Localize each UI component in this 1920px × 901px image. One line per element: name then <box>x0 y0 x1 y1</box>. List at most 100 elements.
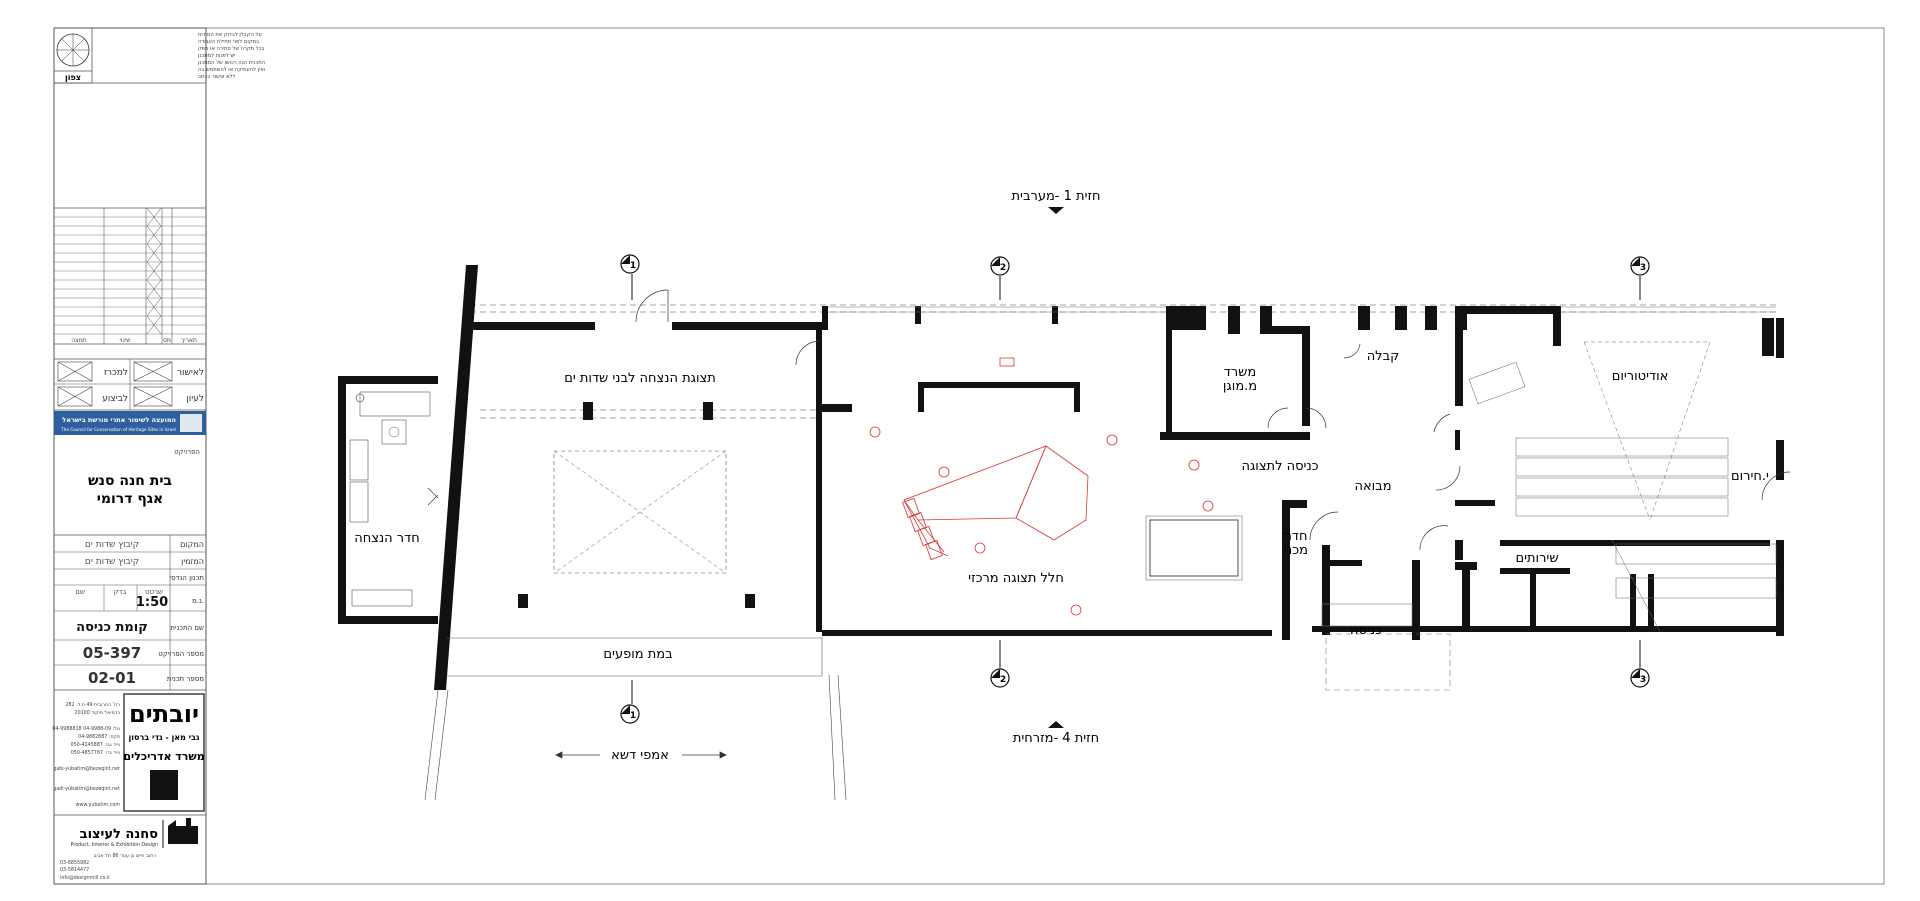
elevation-arrow-icon <box>1048 721 1064 728</box>
revision-table: תאריך מס שינוי תמצה <box>54 207 206 345</box>
svg-text:3: 3 <box>1640 263 1646 273</box>
section-marker: 1 <box>620 680 640 724</box>
project-block: הפרויקט בית חנה סנש אגף דרומי <box>54 448 206 536</box>
field-label: תכנון הנדסי <box>170 574 204 582</box>
section-marker: 1 <box>620 254 640 300</box>
scale-value: 1:50 <box>136 595 168 610</box>
firm-contact: כרמיאל מיקוד 20100 <box>75 710 121 716</box>
firm-names: גבי מאן - גדי ברסון <box>129 733 200 742</box>
firm-logo: יובתים <box>129 700 199 728</box>
field-label: נ.מ. <box>192 597 204 605</box>
display-case <box>1149 519 1239 577</box>
room-label-memorial: חדר הנצחה <box>354 531 419 546</box>
room-label-services: שירותים <box>1515 551 1558 566</box>
window-lines <box>828 306 1776 691</box>
rev-header: תמצה <box>71 337 87 344</box>
room-label-shelter: מ.מוגן <box>1223 379 1257 394</box>
room-label-exhibit-view: תצוגת הנצחה לבני שדות ים <box>564 371 716 386</box>
title-block: צפון על הקבלן לבדוק את המידות במקום לפני… <box>52 27 265 885</box>
field-label: מספר הפרויקט <box>158 650 204 658</box>
note-line: יש לפנות למתכנן <box>198 53 235 59</box>
studio-contact: 03-6855982 <box>60 860 89 866</box>
studio-contact: רחוב חיים בן עטר 86 תל אביב <box>94 853 157 859</box>
room-label-reception: קבלה <box>1367 349 1400 364</box>
studio-contact: 03-5814477 <box>60 867 89 873</box>
svg-text:חזית 1 -מערבית: חזית 1 -מערבית <box>1012 189 1101 204</box>
svg-text:1: 1 <box>630 261 636 271</box>
auditorium-seating <box>1468 341 1777 633</box>
field-value: קיבוץ שדות ים <box>85 557 139 567</box>
note-line: ואין להעתיקה או להשתמש בה <box>198 67 265 73</box>
room-label-entrance: כניסה <box>1350 623 1382 638</box>
door-swings <box>635 289 1791 551</box>
room-label-lobby: מבואה <box>1354 479 1391 494</box>
field-label: המזמין <box>181 557 204 566</box>
plan-name-value: קומת כניסה <box>76 620 148 635</box>
studio-block: סחנה לעיצוב Product, Interior & Exhibiti… <box>60 818 198 881</box>
amphi-dimension <box>555 751 727 759</box>
sign-label: שם <box>75 588 85 596</box>
section-marker: 3 <box>1630 256 1650 300</box>
firm-contact: רח' החרובית 49 ת.ד. 282 <box>65 702 120 708</box>
north-label: צפון <box>65 73 81 82</box>
field-label: שם התכנית <box>170 624 204 632</box>
project-number-value: 05-397 <box>83 644 141 662</box>
firm-subtitle: משרד אדריכלים <box>123 750 204 763</box>
firm-contact: נייד גבי: 050-4245887 <box>71 742 121 748</box>
firm-contact: פקס: 04-9882887 <box>78 734 120 740</box>
approval-label: לאישור <box>177 368 204 378</box>
approval-label: למכרז <box>104 368 128 378</box>
note-line: על הקבלן לבדוק את המידות <box>198 32 262 38</box>
west-slanted-wall <box>434 265 478 690</box>
firm-contact: טל: 04-9988-09 04-9988818 <box>52 726 120 732</box>
svg-text:2: 2 <box>1000 263 1006 273</box>
svg-text:חזית 4 -מזרחית: חזית 4 -מזרחית <box>1013 731 1099 746</box>
fields-table: המקום המזמין תכנון הנדסי נ.מ. שם התכנית … <box>54 535 206 691</box>
council-banner: המועצה לשימור אתרי מורשת בישראל The Coun… <box>54 411 206 435</box>
architects-block: יובתים גבי מאן - גדי ברסון משרד אדריכלים… <box>52 693 206 816</box>
elevation-arrow-icon <box>1048 207 1064 214</box>
firm-stamp-icon <box>150 770 178 800</box>
section-marker: 3 <box>1630 640 1650 688</box>
studio-sub: Product, Interior & Exhibition Design <box>71 842 158 848</box>
sign-label: בדק <box>114 588 127 596</box>
approval-label: לביצוע <box>102 394 128 404</box>
room-label-mechanical: מכני <box>1284 543 1308 558</box>
note-line: ללא אישור בכתב <box>198 74 236 80</box>
rev-header: שינוי <box>120 337 131 344</box>
room-label-exhibit-entrance: כניסה לתצוגה <box>1241 459 1318 474</box>
note-line: התכנית הנה רכושו של המתכנן <box>198 60 265 66</box>
room-label-amphi: אמפי דשא <box>611 748 669 763</box>
approval-label: לעיון <box>186 394 204 404</box>
room-label-central-hall: חלל תצוגה מרכזי <box>968 571 1064 586</box>
central-installation <box>869 357 1214 616</box>
central-display-box <box>553 450 727 574</box>
sign-label: שרטט <box>145 588 163 596</box>
factory-logo-icon <box>168 818 198 844</box>
elevation-bottom: חזית 4 -מזרחית <box>1013 721 1099 746</box>
memorial-room-walls <box>338 376 439 624</box>
studio-logo: סחנה לעיצוב <box>80 827 159 842</box>
note-line: בכל מקרה של סתירה או ספק <box>198 46 265 52</box>
svg-text:3: 3 <box>1640 675 1646 685</box>
stage-outline <box>446 637 823 677</box>
svg-text:2: 2 <box>1000 675 1006 685</box>
project-name: בית חנה סנש <box>88 473 172 489</box>
firm-contact: נייד גדי: 050-4857787 <box>71 750 120 756</box>
main-walls <box>470 306 1784 640</box>
room-label-office: משרד <box>1224 365 1256 380</box>
project-subname: אגף דרומי <box>97 491 164 507</box>
field-label: המקום <box>180 540 204 549</box>
rev-header: תאריך <box>181 337 197 344</box>
firm-email: gabi-yubatim@bezeqint.net <box>53 766 120 772</box>
studio-contact: info@designmill.co.il <box>60 875 110 881</box>
firm-web: www.yubatim.com <box>76 802 121 808</box>
firm-email: gadi-yubatim@bezeqint.net <box>53 786 120 792</box>
section-marker: 2 <box>990 256 1010 300</box>
rev-header: מס <box>163 337 171 344</box>
room-label-tech-room: חדר <box>1285 529 1308 544</box>
note-line: במקום לפני תחילת העבודה <box>198 39 259 45</box>
room-label-stage: במת מופעים <box>603 647 672 662</box>
project-label: הפרויקט <box>174 448 200 456</box>
